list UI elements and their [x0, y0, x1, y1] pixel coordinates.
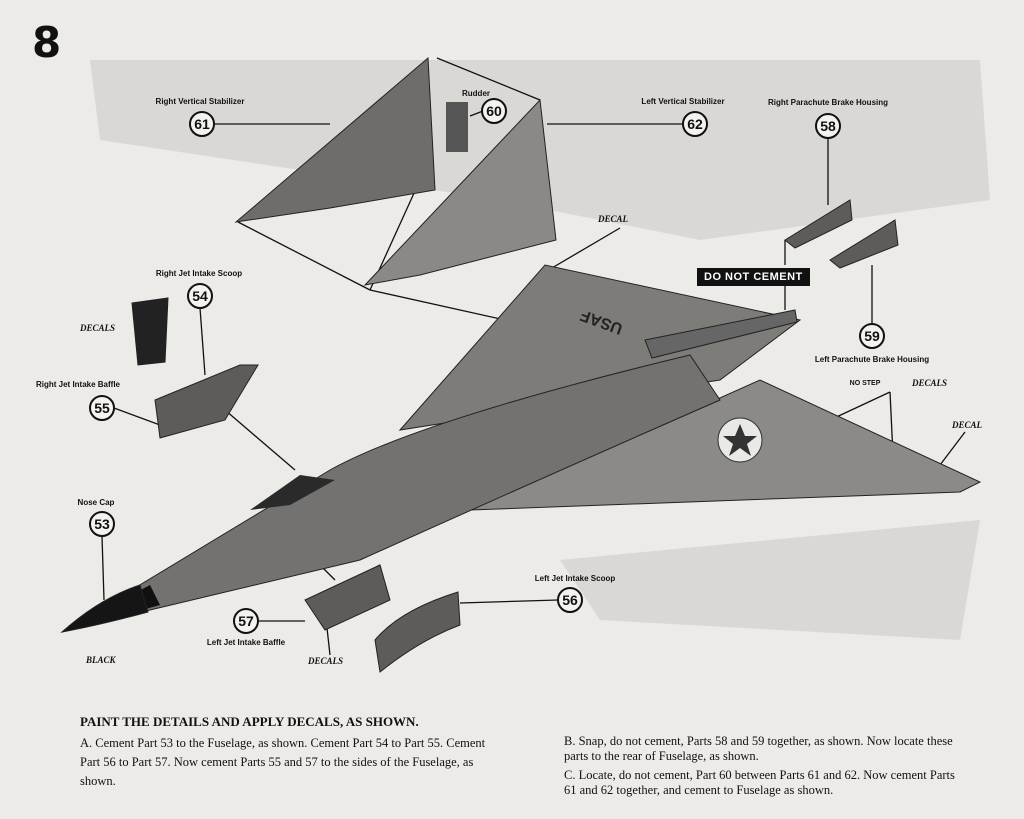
stabilizers — [234, 56, 557, 286]
do-not-cement-banner: DO NOT CEMENT — [697, 268, 810, 286]
part-61-callout: 61 — [189, 111, 215, 137]
label-left-parachute-brake-housing: Left Parachute Brake Housing — [814, 355, 930, 364]
instructions: PAINT THE DETAILS AND APPLY DECALS, AS S… — [80, 712, 960, 797]
no-step-label: NO STEP — [849, 380, 881, 387]
part-59-callout: 59 — [859, 323, 885, 349]
part-54-callout: 54 — [187, 283, 213, 309]
decal-callout-right: DECAL — [952, 420, 983, 430]
instruction-b: B. Snap, do not cement, Parts 58 and 59 … — [564, 734, 953, 763]
label-right-jet-intake-scoop: Right Jet Intake Scoop — [155, 269, 243, 278]
label-nose-cap: Nose Cap — [77, 498, 115, 507]
label-left-jet-intake-baffle: Left Jet Intake Baffle — [206, 638, 286, 647]
part-56-callout: 56 — [557, 587, 583, 613]
part-57-callout: 57 — [233, 608, 259, 634]
label-right-jet-intake-baffle: Right Jet Intake Baffle — [35, 380, 121, 389]
label-right-parachute-brake-housing: Right Parachute Brake Housing — [767, 98, 889, 107]
part-62-callout: 62 — [682, 111, 708, 137]
small-parts — [60, 199, 899, 673]
label-left-vertical-stabilizer: Left Vertical Stabilizer — [641, 97, 725, 106]
no-step-decals-callout: DECALS — [912, 378, 948, 388]
part-58-callout: 58 — [815, 113, 841, 139]
decals-callout-left: DECALS — [80, 323, 116, 333]
part-53-callout: 53 — [89, 511, 115, 537]
part-55-callout: 55 — [89, 395, 115, 421]
aircraft — [61, 264, 982, 633]
label-rudder: Rudder — [462, 89, 490, 98]
instructions-heading: PAINT THE DETAILS AND APPLY DECALS, AS S… — [80, 714, 419, 729]
rudder-part — [446, 102, 468, 152]
label-right-vertical-stabilizer: Right Vertical Stabilizer — [155, 97, 245, 106]
label-left-jet-intake-scoop: Left Jet Intake Scoop — [534, 574, 616, 583]
instruction-c: C. Locate, do not cement, Part 60 betwee… — [564, 768, 955, 797]
decals-callout-bottom: DECALS — [308, 656, 344, 666]
step-number: 8 — [32, 18, 62, 67]
part-60-callout: 60 — [481, 98, 507, 124]
decal-callout-top: DECAL — [598, 214, 629, 224]
instruction-a: A. Cement Part 53 to the Fuselage, as sh… — [80, 736, 486, 788]
black-paint-callout: BLACK — [86, 655, 116, 665]
